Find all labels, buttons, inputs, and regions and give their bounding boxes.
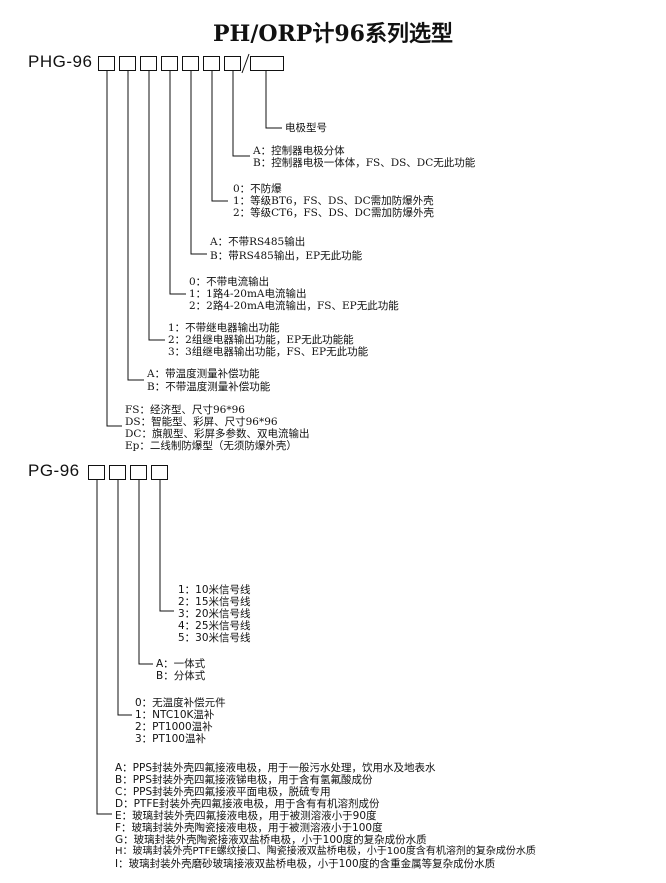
phg-slot-5 <box>182 56 199 71</box>
phg-option-3-b: B：带RS485输出，EP无此功能 <box>210 250 363 262</box>
pg-electrode-i: I：玻璃封装外壳磨砂玻璃接液双盐桥电极，小于100度的含重金属等复杂成份水质 <box>115 858 496 870</box>
phg-option-4-2: 2：2路4-20mA电流输出，FS、EP无此功能 <box>189 300 399 312</box>
pg-electrode-b: B：PPS封装外壳四氟接液锑电极，用于含有氢氟酸成份 <box>115 774 373 786</box>
pg-form-b: B：分体式 <box>156 670 206 682</box>
pg-temp-0: 0：无温度补偿元件 <box>135 697 226 709</box>
phg-model-ds: DS：智能型、彩屏、尺寸96*96 <box>125 416 278 428</box>
pg-electrode-c: C：PPS封装外壳四氟接液平面电极，脱硫专用 <box>115 786 331 798</box>
pg-cable-1: 1：10米信号线 <box>178 584 251 596</box>
phg-option-2-2: 2：等级CT6，FS、DS、DC需加防爆外壳 <box>233 207 434 219</box>
phg-option-1-b: B：控制器电极一体体，FS、DS、DC无此功能 <box>253 157 476 169</box>
phg-option-5-3: 3：3组继电器输出功能，FS、EP无此功能 <box>168 346 369 358</box>
phg-electrode-label: 电极型号 <box>285 122 327 134</box>
phg-connector-electrode <box>265 71 282 129</box>
pg-temp-3: 3：PT100温补 <box>135 733 206 745</box>
phg-slot-4 <box>161 56 178 71</box>
pg-electrode-h: H：玻璃封装外壳PTFE螺纹接口、陶瓷接液双盐桥电极，小于100度含有机溶剂的复… <box>115 846 536 857</box>
phg-option-5-1: 1：不带继电器输出功能 <box>168 322 280 334</box>
phg-option-5-2: 2：2组继电器输出功能，EP无此功能能 <box>168 334 354 346</box>
phg-slot-3 <box>140 56 157 71</box>
pg-form-a: A：一体式 <box>156 658 206 670</box>
phg-option-1-a: A：控制器电极分体 <box>253 145 345 157</box>
phg-separator-slash <box>241 53 250 74</box>
phg-option-2-0: 0：不防爆 <box>233 183 282 195</box>
phg-model-fs: FS：经济型、尺寸96*96 <box>125 404 245 416</box>
pg-connector-3 <box>138 480 153 665</box>
phg-model-ep: Ep：二线制防爆型（无须防爆外壳） <box>125 440 297 452</box>
pg-electrode-g: G：玻璃封装外壳陶瓷接液双盐桥电极，小于100度的复杂成份水质 <box>115 834 427 846</box>
pg-electrode-e: E：玻璃封装外壳四氟接液电极，用于被测溶液小于90度 <box>115 810 377 822</box>
phg-prefix: PHG-96 <box>28 52 93 71</box>
pg-electrode-a: A：PPS封装外壳四氟接液电极，用于一般污水处理，饮用水及地表水 <box>115 762 436 774</box>
phg-connector-3 <box>148 71 165 341</box>
pg-electrode-d: D：PTFE封装外壳四氟接液电极，用于含有有机溶剂成份 <box>115 798 380 810</box>
pg-connector-2 <box>117 480 132 716</box>
phg-slot-2 <box>119 56 136 71</box>
phg-connector-5 <box>190 71 207 255</box>
pg-slot-2 <box>109 465 126 480</box>
phg-slot-6 <box>203 56 220 71</box>
phg-slot-electrode <box>250 56 284 71</box>
page-title: PH/ORP计96系列选型 <box>213 21 453 47</box>
phg-connector-1 <box>106 71 122 427</box>
phg-connector-7 <box>232 71 250 157</box>
pg-connector-1 <box>96 480 112 815</box>
phg-option-6-a: A：带温度测量补偿功能 <box>147 368 260 380</box>
pg-electrode-f: F：玻璃封装外壳陶瓷接液电极，用于被测溶液小于100度 <box>115 822 383 834</box>
pg-connector-4 <box>159 480 174 612</box>
phg-model-dc: DC：旗舰型、彩屏多参数、双电流输出 <box>125 428 310 440</box>
pg-cable-5: 5：30米信号线 <box>178 632 251 644</box>
pg-cable-2: 2：15米信号线 <box>178 596 251 608</box>
phg-connector-2 <box>127 71 144 381</box>
pg-temp-2: 2：PT1000温补 <box>135 721 213 733</box>
phg-slot-7 <box>224 56 241 71</box>
pg-slot-1 <box>88 465 105 480</box>
phg-connector-6 <box>211 71 228 202</box>
pg-cable-4: 4：25米信号线 <box>178 620 251 632</box>
phg-option-2-1: 1：等级BT6，FS、DS、DC需加防爆外壳 <box>233 195 434 207</box>
phg-option-3-a: A：不带RS485输出 <box>210 236 306 248</box>
pg-slot-3 <box>130 465 147 480</box>
phg-option-4-1: 1：1路4-20mA电流输出 <box>189 288 307 300</box>
pg-temp-1: 1：NTC10K温补 <box>135 709 215 721</box>
pg-prefix: PG-96 <box>28 461 80 480</box>
phg-connector-4 <box>169 71 186 295</box>
phg-slot-1 <box>98 56 115 71</box>
pg-cable-3: 3：20米信号线 <box>178 608 251 620</box>
pg-slot-4 <box>151 465 168 480</box>
phg-option-6-b: B：不带温度测量补偿功能 <box>147 381 271 393</box>
phg-option-4-0: 0：不带电流输出 <box>189 276 270 288</box>
